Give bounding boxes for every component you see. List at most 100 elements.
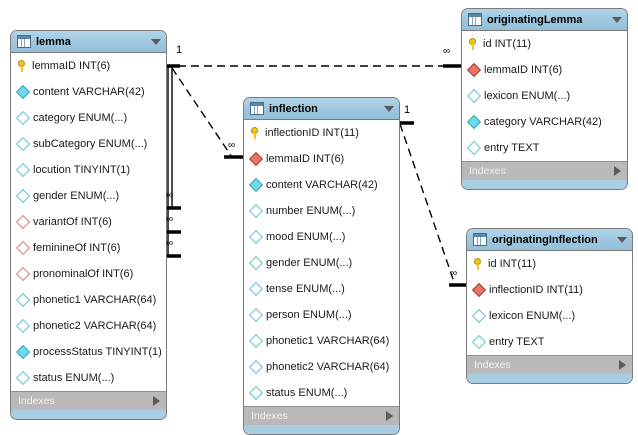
indexes-label: Indexes [469, 165, 506, 177]
table-header-originatinglemma[interactable]: originatingLemma [462, 9, 627, 31]
relationship-lemma-inflection[interactable] [171, 67, 243, 159]
table-row[interactable]: entry TEXT [467, 329, 632, 355]
column-nullable-icon [248, 385, 264, 401]
table-originatinginflection[interactable]: originatingInflection id INT(11) inflect… [466, 228, 633, 384]
indexes-section-lemma[interactable]: Indexes [11, 391, 166, 410]
table-row[interactable]: status ENUM(...) [244, 380, 399, 406]
column-label: phonetic2 VARCHAR(64) [266, 361, 390, 373]
column-nullable-icon [15, 370, 31, 386]
cardinality-originatinginflection-many: ∞ [450, 268, 458, 279]
table-row[interactable]: content VARCHAR(42) [244, 172, 399, 198]
column-label: phonetic1 VARCHAR(64) [33, 294, 157, 306]
table-row[interactable]: lemmaID INT(6) [462, 57, 627, 83]
column-nullable-icon [466, 88, 482, 104]
column-nullable-icon [15, 136, 31, 152]
table-row[interactable]: gender ENUM(...) [11, 183, 166, 209]
column-nullable-icon [15, 162, 31, 178]
table-row[interactable]: id INT(11) [462, 31, 627, 57]
cardinality-self-one-many: ∞ [166, 190, 174, 201]
triangle-right-icon[interactable] [386, 411, 393, 421]
table-bottom-strip [11, 410, 166, 419]
table-row[interactable]: phonetic2 VARCHAR(64) [11, 313, 166, 339]
column-label: phonetic1 VARCHAR(64) [266, 335, 390, 347]
column-nullable-icon [248, 333, 264, 349]
table-row[interactable]: subCategory ENUM(...) [11, 131, 166, 157]
table-row[interactable]: tense ENUM(...) [244, 276, 399, 302]
column-filled-icon [15, 344, 31, 360]
column-label: mood ENUM(...) [266, 231, 346, 243]
foreign-key-nullable-icon [15, 214, 31, 230]
column-label: category ENUM(...) [33, 112, 128, 124]
chevron-down-icon[interactable] [384, 105, 394, 112]
column-nullable-icon [248, 281, 264, 297]
indexes-section-originatinglemma[interactable]: Indexes [462, 161, 627, 180]
column-label: lexicon ENUM(...) [484, 90, 571, 102]
table-row[interactable]: inflectionID INT(11) [467, 277, 632, 303]
table-row[interactable]: lemmaID INT(6) [244, 146, 399, 172]
column-list-originatinginflection: id INT(11) inflectionID INT(11) lexicon … [467, 251, 632, 355]
table-row[interactable]: locution TINYINT(1) [11, 157, 166, 183]
column-label: lexicon ENUM(...) [489, 310, 576, 322]
indexes-label: Indexes [251, 410, 288, 422]
chevron-down-icon[interactable] [151, 38, 161, 45]
triangle-right-icon[interactable] [619, 360, 626, 370]
table-row[interactable]: inflectionID INT(11) [244, 120, 399, 146]
table-row[interactable]: category ENUM(...) [11, 105, 166, 131]
table-row[interactable]: entry TEXT [462, 135, 627, 161]
table-row[interactable]: mood ENUM(...) [244, 224, 399, 250]
table-row[interactable]: processStatus TINYINT(1) [11, 339, 166, 365]
column-label: entry TEXT [484, 142, 540, 154]
table-row[interactable]: id INT(11) [467, 251, 632, 277]
table-row[interactable]: lemmaID INT(6) [11, 53, 166, 79]
cardinality-self-two-many: ∞ [166, 214, 174, 225]
table-header-inflection[interactable]: inflection [244, 98, 399, 120]
table-row[interactable]: number ENUM(...) [244, 198, 399, 224]
cardinality-inflection-many: ∞ [228, 140, 236, 151]
cardinality-self-three-many: ∞ [166, 238, 174, 249]
table-originatinglemma[interactable]: originatingLemma id INT(11) lemmaID INT(… [461, 8, 628, 190]
table-row[interactable]: lexicon ENUM(...) [467, 303, 632, 329]
column-label: entry TEXT [489, 336, 545, 348]
table-inflection[interactable]: inflection inflectionID INT(11) lemmaID … [243, 97, 400, 435]
indexes-section-originatinginflection[interactable]: Indexes [467, 355, 632, 374]
foreign-key-nullable-icon [15, 266, 31, 282]
table-row[interactable]: category VARCHAR(42) [462, 109, 627, 135]
table-row[interactable]: status ENUM(...) [11, 365, 166, 391]
indexes-label: Indexes [474, 359, 511, 371]
column-label: lemmaID INT(6) [484, 64, 563, 76]
indexes-label: Indexes [18, 395, 55, 407]
key-icon [18, 60, 27, 72]
table-row[interactable]: gender ENUM(...) [244, 250, 399, 276]
column-label: processStatus TINYINT(1) [33, 346, 162, 358]
column-filled-icon [15, 84, 31, 100]
table-lemma[interactable]: lemma lemmaID INT(6) content VARCHAR(42)… [10, 30, 167, 420]
table-row[interactable]: variantOf INT(6) [11, 209, 166, 235]
foreign-key-icon [466, 62, 482, 78]
chevron-down-icon[interactable] [612, 16, 622, 23]
table-bottom-strip [244, 425, 399, 434]
table-header-lemma[interactable]: lemma [11, 31, 166, 53]
relationship-inflection-originatinginflection[interactable] [396, 121, 467, 287]
table-icon [468, 13, 482, 26]
column-label: content VARCHAR(42) [33, 86, 145, 98]
key-icon [474, 258, 483, 270]
table-row[interactable]: content VARCHAR(42) [11, 79, 166, 105]
column-label: id INT(11) [483, 38, 532, 50]
table-row[interactable]: pronominalOf INT(6) [11, 261, 166, 287]
table-row[interactable]: phonetic1 VARCHAR(64) [11, 287, 166, 313]
table-icon [17, 35, 31, 48]
table-row[interactable]: phonetic2 VARCHAR(64) [244, 354, 399, 380]
column-label: number ENUM(...) [266, 205, 356, 217]
table-row[interactable]: feminineOf INT(6) [11, 235, 166, 261]
column-nullable-icon [248, 307, 264, 323]
table-icon [473, 233, 487, 246]
table-row[interactable]: phonetic1 VARCHAR(64) [244, 328, 399, 354]
triangle-right-icon[interactable] [153, 396, 160, 406]
table-header-originatinginflection[interactable]: originatingInflection [467, 229, 632, 251]
chevron-down-icon[interactable] [617, 236, 627, 243]
triangle-right-icon[interactable] [614, 166, 621, 176]
table-row[interactable]: person ENUM(...) [244, 302, 399, 328]
column-label: subCategory ENUM(...) [33, 138, 148, 150]
cardinality-inflection-one: 1 [404, 104, 411, 116]
table-row[interactable]: lexicon ENUM(...) [462, 83, 627, 109]
